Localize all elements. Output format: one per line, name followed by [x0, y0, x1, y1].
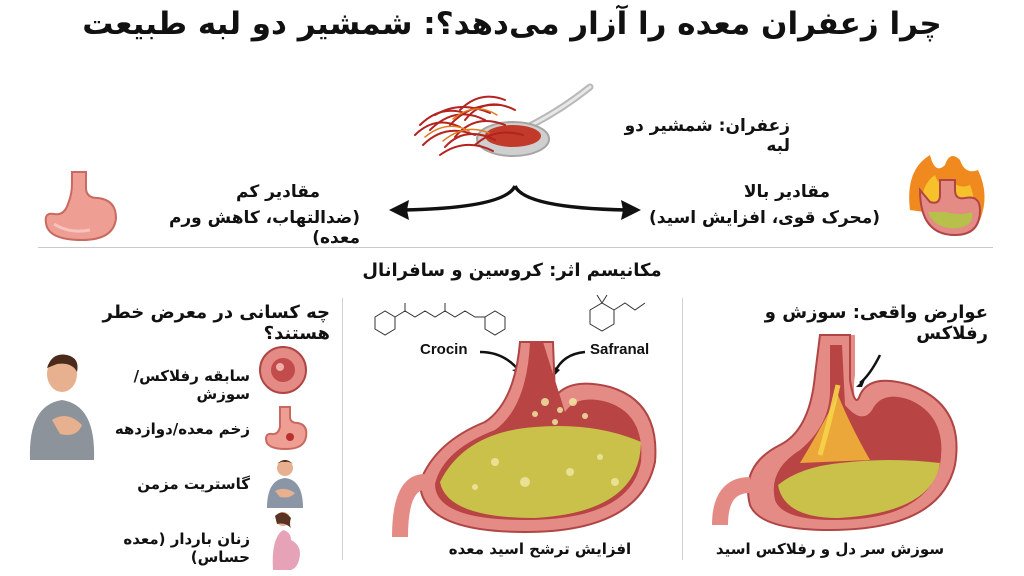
risk-item: زنان باردار (معده حساس) [123, 530, 250, 566]
page-title: چرا زعفران معده را آزار می‌دهد؟: شمشیر د… [82, 6, 942, 42]
risk-item: زخم معده/دوازدهه [114, 420, 250, 438]
healthy-stomach-icon [44, 171, 118, 242]
risk-item: گاستریت مزمن [137, 475, 250, 493]
safranal-molecule-icon [589, 294, 646, 332]
risk-item: سابقه رفلاکس/سوزش [133, 367, 250, 403]
ulcer-stomach-icon [264, 406, 308, 451]
column-separator-left [342, 298, 343, 560]
person-stomach-pain-icon [267, 460, 303, 508]
column-separator-right [682, 298, 683, 560]
section-divider [38, 247, 993, 248]
burning-stomach-icon [909, 155, 985, 237]
saffron-label: زعفران: شمشیر دو لبه [624, 116, 790, 156]
low-dose-title: مقادیر کم [236, 182, 320, 202]
man-chest-pain-illustration [29, 354, 95, 460]
saffron-spoon-illustration [414, 83, 594, 157]
crocin-label: Crocin [420, 341, 468, 358]
reflux-stomach-illustration [712, 334, 958, 532]
pregnant-woman-icon [272, 512, 300, 570]
mechanism-caption: افزایش ترشح اسید معده [448, 540, 632, 558]
crocin-molecule-icon [374, 303, 506, 336]
acid-stomach-illustration [392, 341, 657, 538]
low-dose-description: (ضدالتهاب، کاهش ورم معده) [168, 208, 360, 248]
side-effects-caption: سوزش سر دل و رفلاکس اسید [715, 540, 945, 558]
safranal-label: Safranal [590, 341, 650, 358]
high-dose-title: مقادیر بالا [743, 182, 830, 202]
reflux-lining-icon [259, 346, 307, 394]
side-effects-title: عوارض واقعی: سوزش و رفلاکس [764, 302, 988, 344]
mechanism-title: مکانیسم اثر: کروسین و سافرانال [362, 260, 662, 281]
high-dose-description: (محرک قوی، افزایش اسید) [649, 208, 880, 228]
risk-groups-title: چه کسانی در معرض خطر هستند؟ [102, 302, 331, 344]
double-edged-arrows [389, 185, 641, 220]
